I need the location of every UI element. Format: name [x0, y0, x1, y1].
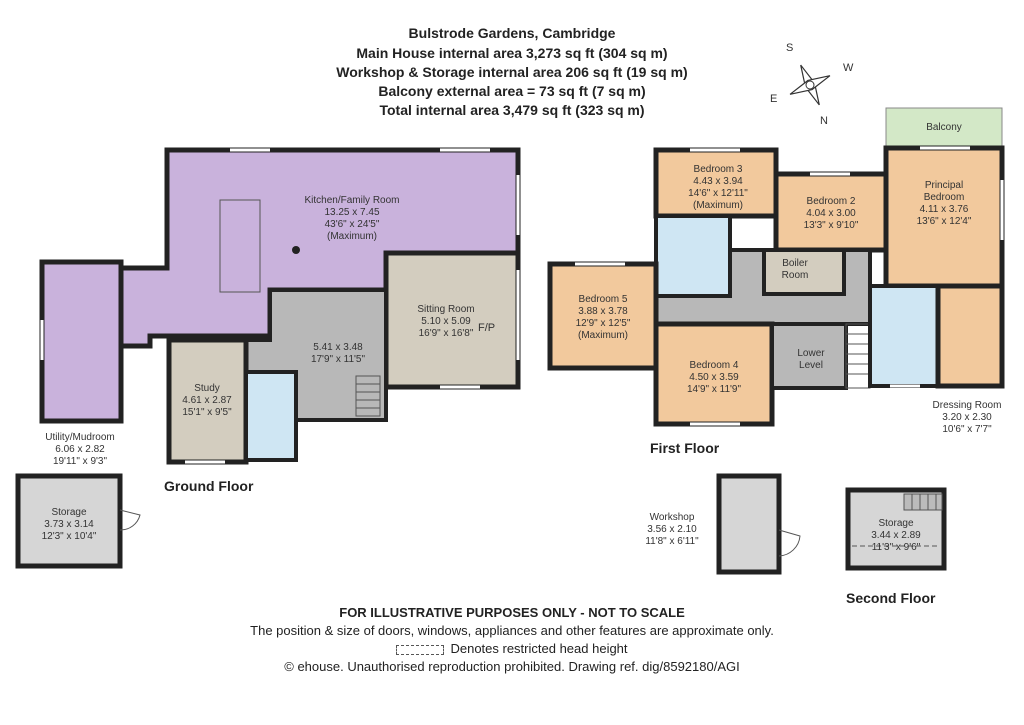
main-house-area: Main House internal area 3,273 sq ft (30… [356, 45, 668, 61]
workshop-shape [716, 473, 782, 575]
first-floor-label: First Floor [650, 440, 720, 456]
workshop-door-arc [778, 529, 801, 557]
balcony-area: Balcony external area = 73 sq ft (7 sq m… [378, 83, 646, 99]
fireplace-label: F/P [478, 322, 496, 334]
compass-rose-icon [789, 64, 831, 106]
bedroom4-shape [653, 321, 775, 427]
compass-s-label: S [786, 42, 794, 54]
restricted-height-swatch [396, 644, 445, 655]
first-stairs-shape [845, 323, 871, 389]
storage-door-arc [119, 509, 141, 531]
storage-ground-shape [15, 473, 123, 569]
bedroom5-shape [547, 261, 659, 371]
balcony-label: Balcony [926, 122, 962, 133]
disclaimer-heading: FOR ILLUSTRATIVE PURPOSES ONLY - NOT TO … [339, 605, 685, 620]
ground-floor-label: Ground Floor [164, 478, 254, 494]
disclaimer-text: The position & size of doors, windows, a… [250, 623, 774, 638]
kitchen-island-shape [219, 199, 261, 293]
bathroom3-shape [654, 214, 732, 298]
dressing-room-shape [935, 283, 1005, 389]
first-windows [575, 146, 1004, 426]
first-floor-plan [547, 107, 1005, 427]
compass-w-label: W [843, 62, 854, 74]
second-stairs-shape [903, 493, 943, 511]
ground-windows [40, 148, 520, 464]
compass-e-label: E [770, 93, 778, 105]
ground-shower-shape [244, 370, 298, 462]
workshop-area: Workshop & Storage internal area 206 sq … [336, 64, 688, 80]
second-floor-label: Second Floor [846, 590, 936, 606]
utility-room-shape [39, 259, 124, 424]
plan-title: Bulstrode Gardens, Cambridge [408, 25, 616, 41]
ensuite-shape [868, 284, 940, 388]
compass-n-label: N [820, 115, 828, 127]
copyright-text: © ehouse. Unauthorised reproduction proh… [284, 659, 740, 674]
boiler-room-shape [762, 248, 846, 296]
ground-floor-plan [39, 147, 521, 465]
restricted-height-legend: Denotes restricted head height [0, 640, 1024, 658]
ground-stairs-shape [355, 375, 381, 417]
pendant-light-shape [292, 246, 300, 254]
total-area: Total internal area 3,479 sq ft (323 sq … [379, 102, 645, 118]
